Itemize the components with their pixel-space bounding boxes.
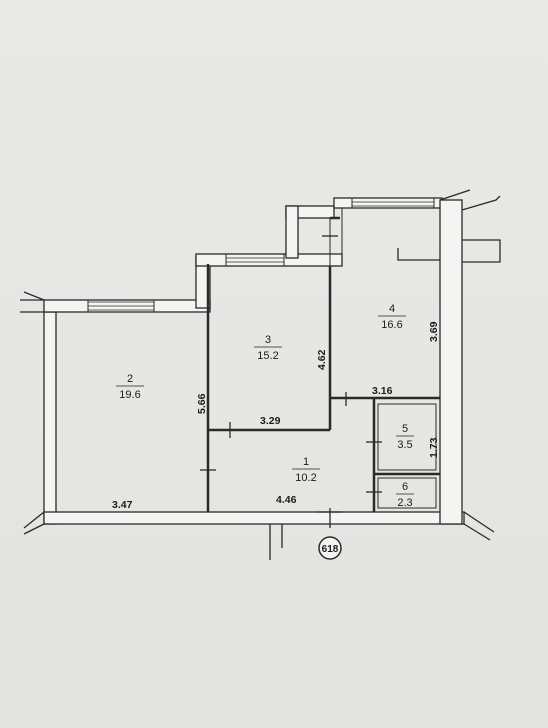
dim-3-69: 3.69 [428,321,440,342]
room-4-number: 4 [389,303,395,315]
room-5-number: 5 [402,423,408,435]
room-3-area: 15.2 [257,350,278,362]
windows [87,197,435,313]
room-1-number: 1 [303,456,309,468]
dim-3-16: 3.16 [372,385,393,397]
dimension-labels: 3.47 4.46 3.29 3.16 5.66 4.62 3.69 1.73 [112,321,440,511]
dim-5-66: 5.66 [196,393,208,414]
room-labels: 2 19.6 3 15.2 4 16.6 1 10.2 5 3.5 6 2.3 [116,303,414,509]
dim-1-73: 1.73 [428,437,440,458]
dim-3-29: 3.29 [260,415,281,427]
wall-stubs [20,189,501,560]
room-3-number: 3 [265,334,271,346]
dim-3-47: 3.47 [112,499,133,511]
room-2-area: 19.6 [119,389,140,401]
interior-walls [206,216,440,512]
room-4-area: 16.6 [381,319,402,331]
dim-4-62: 4.62 [316,349,328,370]
dim-4-46: 4.46 [276,494,297,506]
room-2-number: 2 [127,373,133,385]
room-6-number: 6 [402,481,408,493]
room-6-area: 2.3 [397,497,412,509]
room-1-area: 10.2 [295,472,316,484]
entrance-number: 618 [322,544,339,555]
door-markers [200,235,382,528]
room-5-area: 3.5 [397,439,412,451]
entrance-marker: 618 [318,536,342,560]
inner-wall-thin [329,208,437,509]
